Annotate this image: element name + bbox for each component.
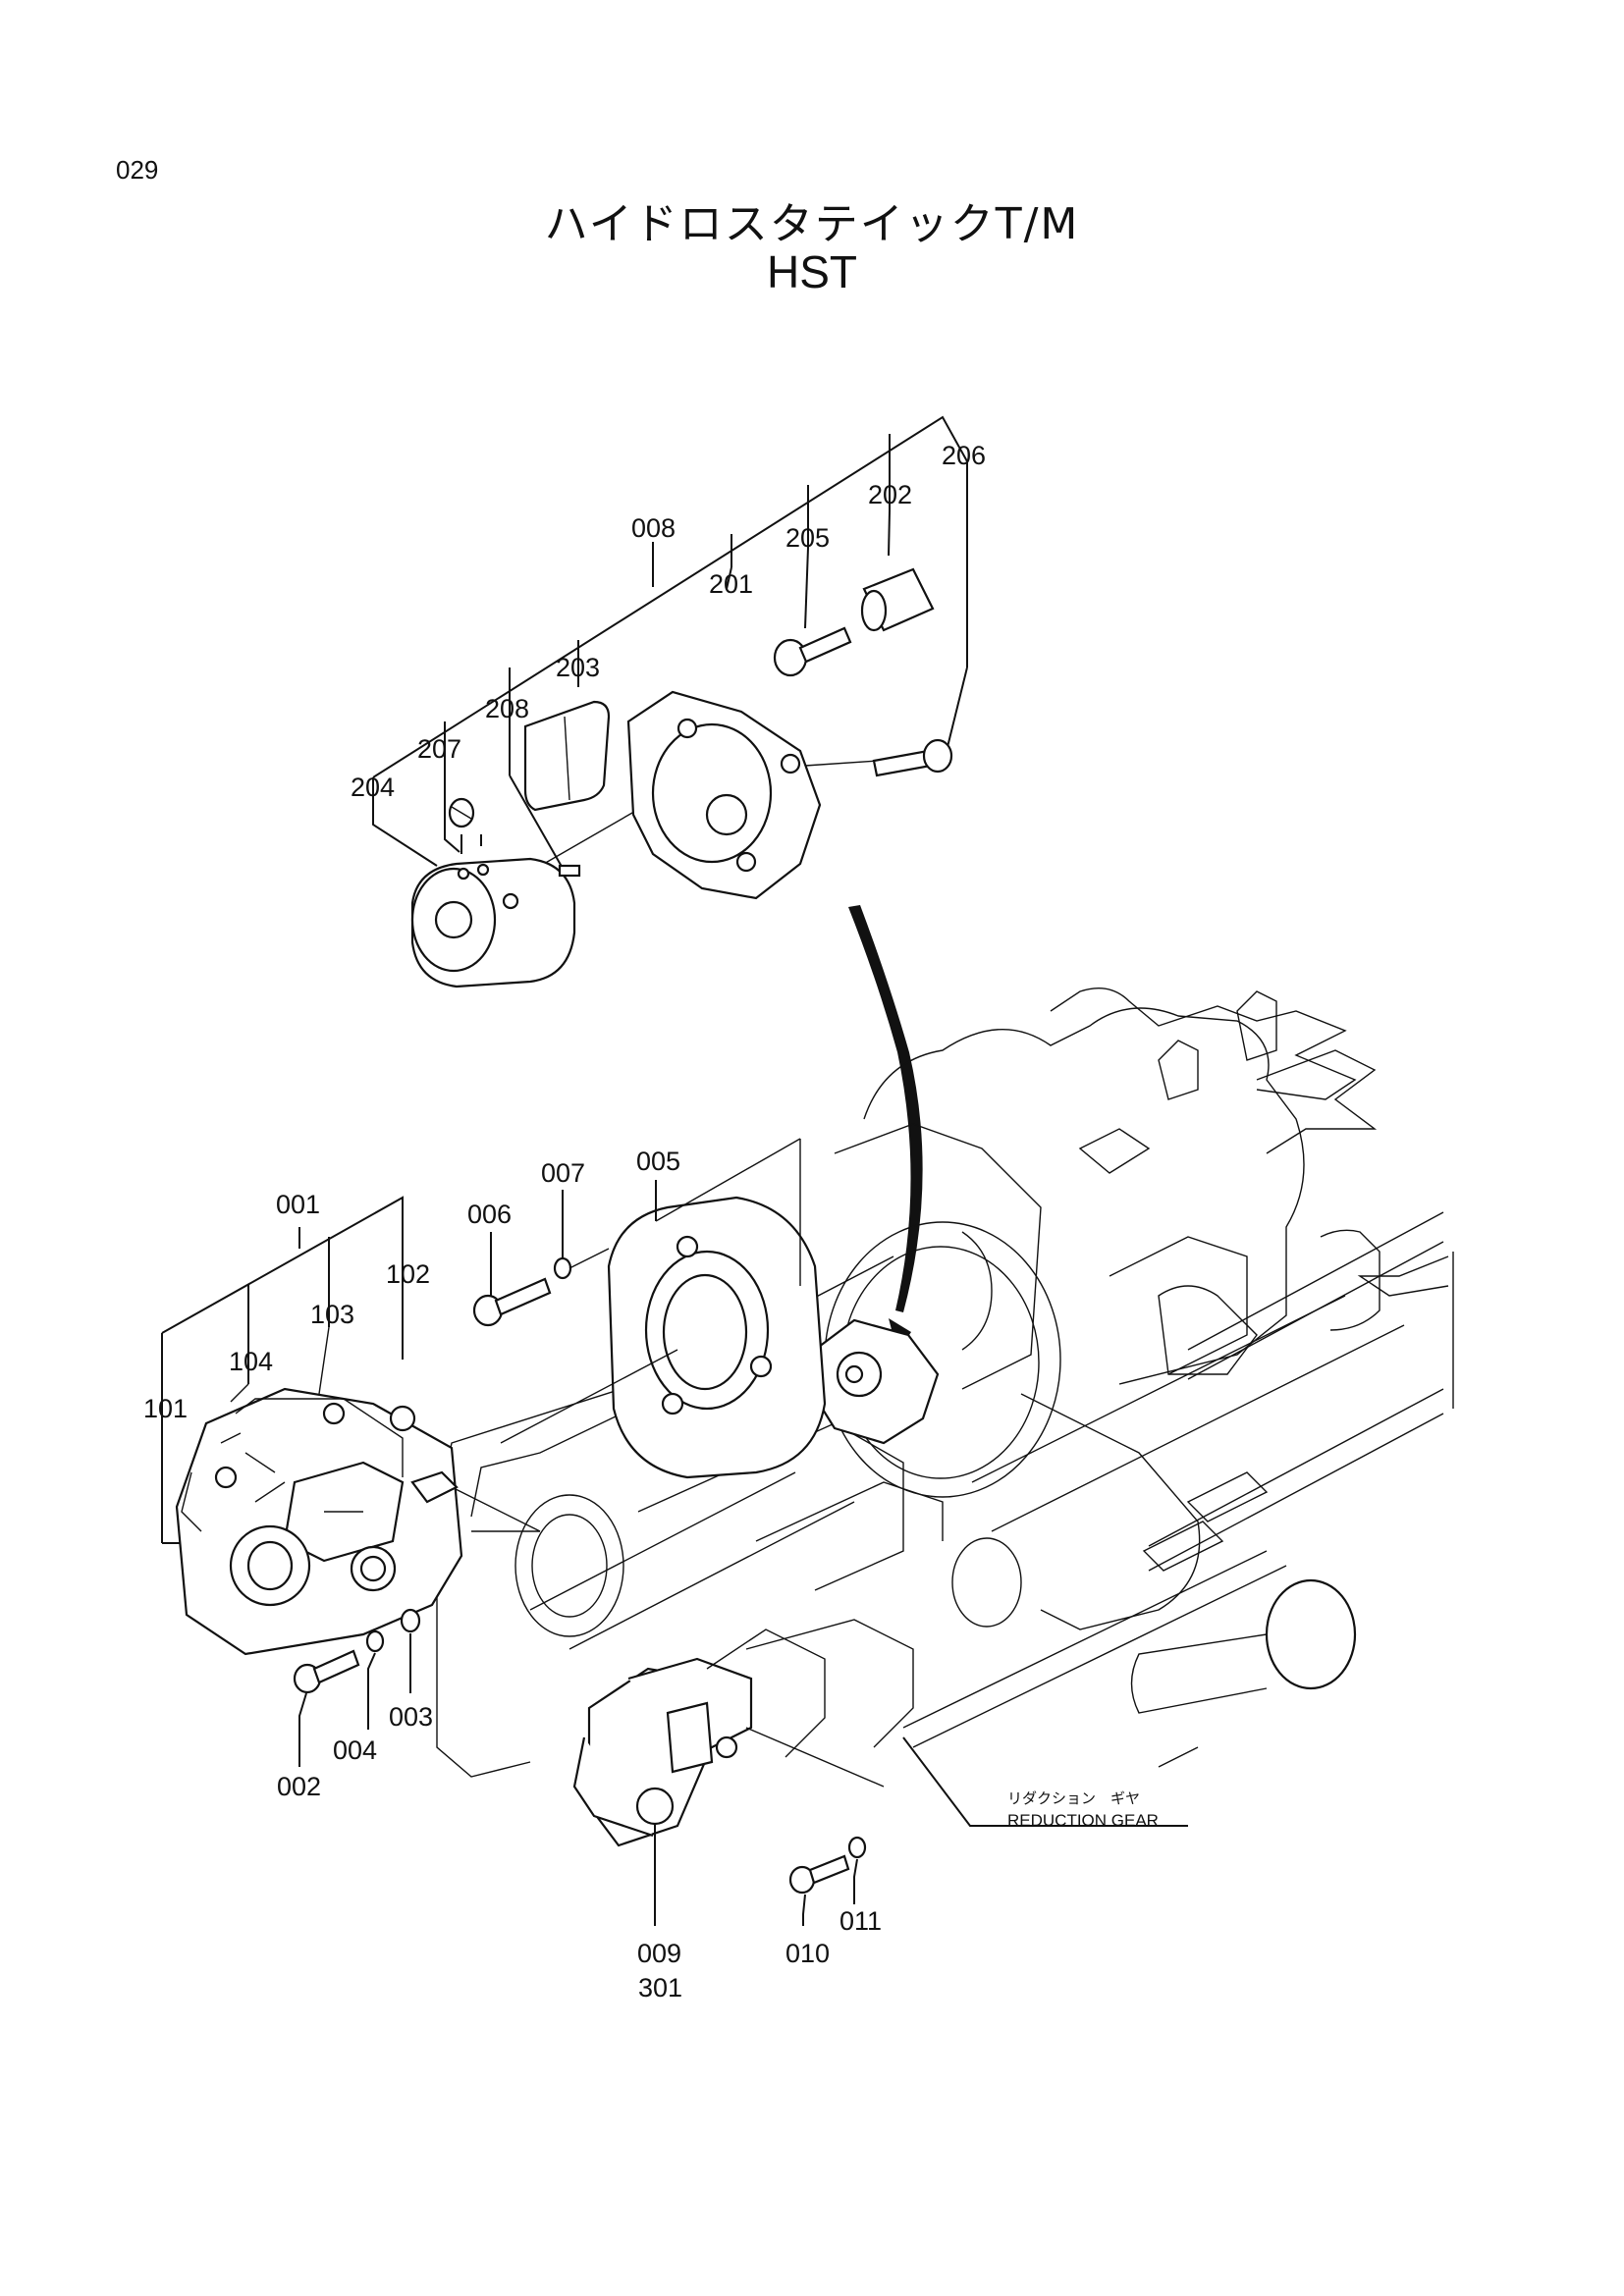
bolt-006 — [472, 1232, 552, 1327]
label-007: 007 — [541, 1158, 585, 1188]
plate-005-leader — [500, 1138, 801, 1444]
page-title-english: HST — [767, 246, 857, 297]
label-008: 008 — [631, 513, 676, 543]
engine-frame-outline — [436, 988, 1454, 1778]
label-003: 003 — [389, 1702, 433, 1732]
set-screw-207 — [448, 797, 475, 828]
label-207: 207 — [417, 734, 461, 764]
label-002: 002 — [277, 1772, 321, 1801]
rubber-insert-203 — [523, 700, 611, 812]
adapter-plate-005 — [607, 1196, 827, 1479]
bolt-205 — [773, 626, 852, 677]
coupling-hub-204 — [410, 857, 576, 988]
label-001: 001 — [276, 1190, 320, 1219]
page-number: 029 — [116, 155, 159, 185]
page-title-japanese: ハイドロスタテイックT/M — [544, 199, 1080, 249]
reduction-gear-leader — [902, 1736, 1188, 1827]
pump-001-leader — [161, 1196, 541, 1544]
key-208 — [558, 864, 581, 878]
label-206: 206 — [942, 441, 986, 470]
callout-english: REDUCTION GEAR — [1007, 1811, 1159, 1830]
part-number-labels: 001 002 003 004 005 006 007 008 009 010 … — [143, 441, 986, 2002]
coupling-body-201 — [626, 690, 822, 900]
washer-011 — [847, 1836, 867, 1904]
bolt-010 — [788, 1854, 850, 1926]
label-009: 009 — [637, 1939, 681, 1968]
label-005: 005 — [636, 1147, 680, 1176]
label-301: 301 — [638, 1973, 682, 2002]
installed-coupling — [808, 1318, 940, 1445]
label-102: 102 — [386, 1259, 430, 1289]
washer-004 — [365, 1629, 385, 1730]
label-205: 205 — [785, 523, 830, 553]
label-101: 101 — [143, 1394, 188, 1423]
label-204: 204 — [351, 773, 395, 802]
bolt-206 — [872, 738, 953, 777]
label-201: 201 — [709, 569, 753, 599]
label-104: 104 — [229, 1347, 273, 1376]
assembly-arrow — [848, 905, 923, 1312]
bolt-002 — [293, 1649, 360, 1767]
washer-003 — [400, 1608, 421, 1693]
label-103: 103 — [310, 1300, 354, 1329]
bushing-202 — [860, 567, 935, 632]
label-011: 011 — [839, 1906, 882, 1936]
label-208: 208 — [485, 694, 529, 723]
label-203: 203 — [556, 653, 600, 682]
callout-japanese: リダクション ギヤ — [1007, 1789, 1140, 1807]
label-010: 010 — [785, 1939, 830, 1968]
hydraulic-pump-001 — [175, 1387, 463, 1656]
label-006: 006 — [467, 1200, 512, 1229]
coupling-leader-lines — [372, 415, 968, 873]
hydraulic-motor-009 — [572, 1629, 885, 1926]
label-202: 202 — [868, 480, 912, 509]
label-004: 004 — [333, 1735, 377, 1765]
washer-007 — [553, 1190, 610, 1280]
